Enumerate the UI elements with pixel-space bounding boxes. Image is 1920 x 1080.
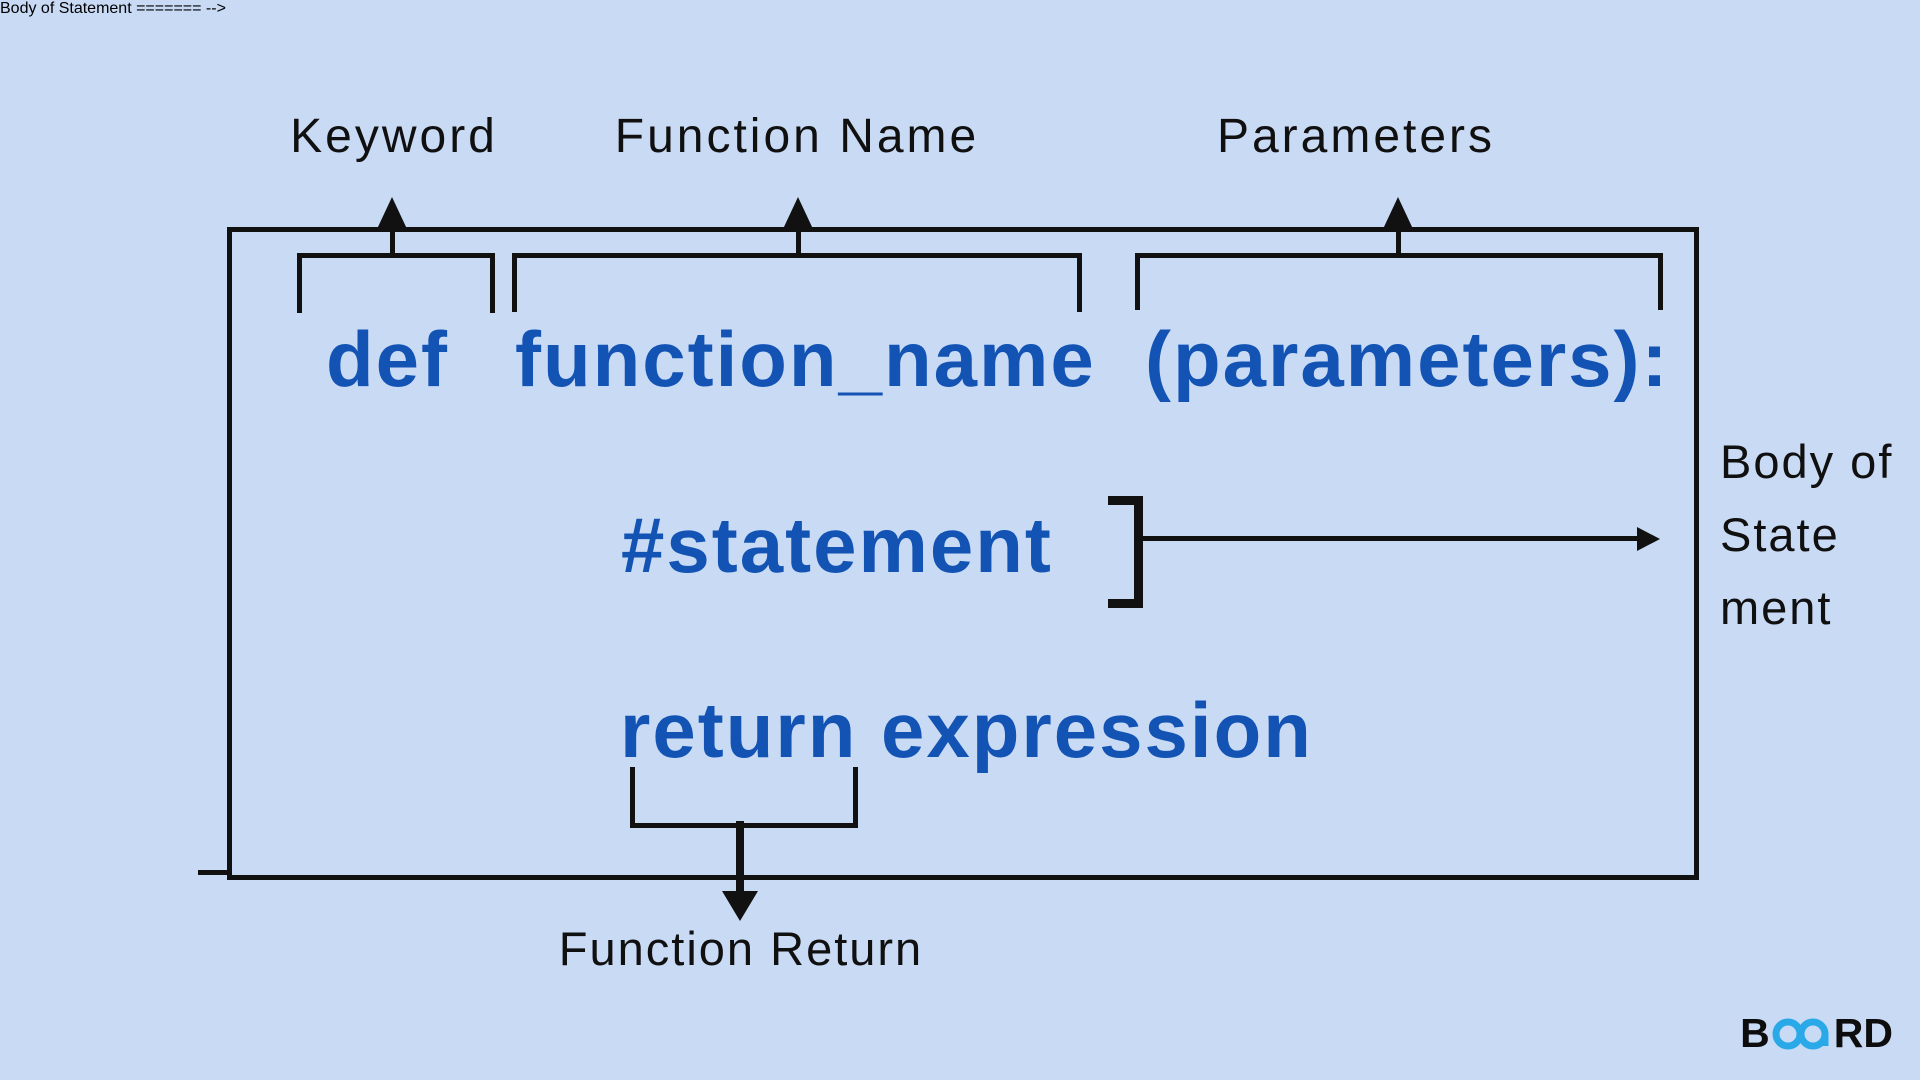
function-return-label: Function Return xyxy=(558,922,924,975)
code-def-keyword: def xyxy=(326,315,449,403)
code-parameters: (parameters): xyxy=(1145,315,1670,403)
board-logo: B RD xyxy=(1740,1013,1893,1054)
function-definition-box xyxy=(227,227,1699,880)
body-of-statement-label-line1: Body of xyxy=(1720,435,1894,488)
function-name-bracket xyxy=(512,253,1082,312)
statement-square-bracket xyxy=(1108,496,1143,608)
keyword-label: Keyword xyxy=(290,110,498,163)
body-of-statement-label-line2: State xyxy=(1720,508,1840,561)
code-function-name: function_name xyxy=(515,315,1096,403)
parameters-label: Parameters xyxy=(1216,110,1496,163)
return-bracket xyxy=(630,767,858,828)
box-bottom-left-overhang xyxy=(198,870,230,875)
board-logo-infinity-icon xyxy=(1772,1018,1829,1049)
keyword-bracket xyxy=(297,253,495,313)
code-return-statement: return expression xyxy=(620,686,1313,774)
board-logo-suffix: RD xyxy=(1833,1010,1893,1056)
body-of-statement-label-line3: ment xyxy=(1720,581,1833,634)
board-logo-prefix: B xyxy=(1740,1010,1770,1056)
function-name-label: Function Name xyxy=(614,110,980,163)
code-statement: #statement xyxy=(621,501,1053,589)
parameters-bracket xyxy=(1135,253,1663,310)
